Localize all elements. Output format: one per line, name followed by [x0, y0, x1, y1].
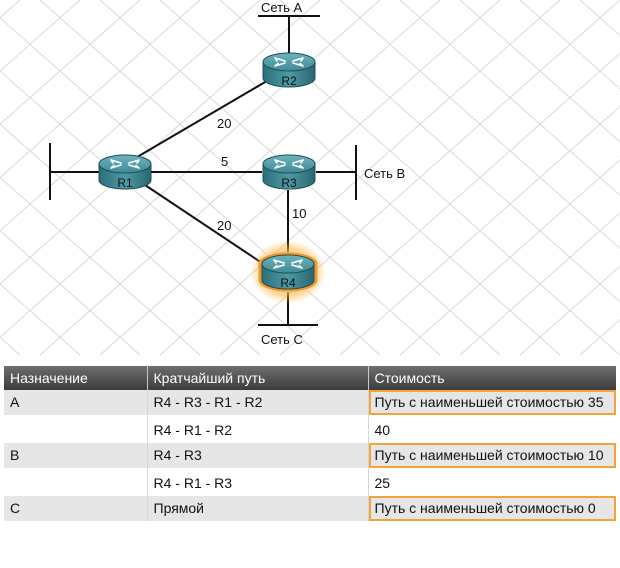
network-left-segment [49, 143, 102, 200]
destination-cell: C [4, 496, 147, 521]
link-cost-r3-r4: 10 [292, 206, 306, 221]
cost-cell: Путь с наименьшей стоимостью 10 [367, 443, 616, 468]
router-icon [262, 52, 316, 88]
path-cell: R4 - R3 - R1 - R2 [146, 390, 368, 415]
cost-cell: 40 [367, 418, 616, 443]
table-row: R4 - R1 - R2 40 [4, 418, 616, 443]
router-label: R3 [281, 176, 297, 190]
router-r3[interactable]: R3 [262, 154, 316, 190]
network-a-segment [258, 15, 320, 56]
routing-table: Назначение Кратчайший путь Стоимость A R… [4, 366, 616, 521]
network-b-label: Сеть B [364, 166, 405, 181]
link-cost-r1-r3: 5 [221, 154, 228, 169]
link-r1-r4 [144, 184, 266, 266]
destination-cell: A [4, 390, 147, 415]
router-r4[interactable]: R4 [258, 252, 318, 292]
destination-cell [4, 418, 147, 443]
router-r2[interactable]: R2 [262, 52, 316, 88]
link-cost-r1-r4: 20 [217, 218, 231, 233]
column-header-cost: Стоимость [367, 366, 616, 390]
cost-cell: Путь с наименьшей стоимостью 0 [367, 496, 616, 521]
network-b-segment [316, 145, 357, 200]
table-row: C Прямой Путь с наименьшей стоимостью 0 [4, 496, 616, 521]
router-r1[interactable]: R1 [98, 154, 152, 190]
column-header-destination: Назначение [4, 366, 147, 390]
network-c-label: Сеть C [261, 332, 303, 347]
path-cell: Прямой [146, 496, 368, 521]
router-icon [262, 154, 316, 190]
table-row: R4 - R1 - R3 25 [4, 471, 616, 496]
path-cell: R4 - R1 - R2 [146, 418, 368, 443]
table-row: A R4 - R3 - R1 - R2 Путь с наименьшей ст… [4, 390, 616, 415]
table-header-row: Назначение Кратчайший путь Стоимость [4, 366, 616, 390]
link-cost-r1-r2: 20 [217, 116, 231, 131]
cost-cell: Путь с наименьшей стоимостью 35 [367, 390, 616, 415]
link-r1-r2 [131, 77, 273, 161]
router-label: R2 [281, 74, 297, 88]
network-a-label: Сеть A [261, 0, 303, 15]
router-icon [98, 154, 152, 190]
path-cell: R4 - R3 [146, 443, 368, 468]
router-icon [258, 252, 318, 292]
router-label: R1 [117, 176, 133, 190]
router-label: R4 [280, 276, 296, 290]
destination-cell [4, 471, 147, 496]
column-header-shortest-path: Кратчайший путь [146, 366, 368, 390]
destination-cell: B [4, 443, 147, 468]
path-cell: R4 - R1 - R3 [146, 471, 368, 496]
table-row: B R4 - R3 Путь с наименьшей стоимостью 1… [4, 443, 616, 468]
cost-cell: 25 [367, 471, 616, 496]
network-diagram: 20 5 20 10 Сеть A Сеть B Сеть C R2 R1 R3… [0, 0, 620, 355]
